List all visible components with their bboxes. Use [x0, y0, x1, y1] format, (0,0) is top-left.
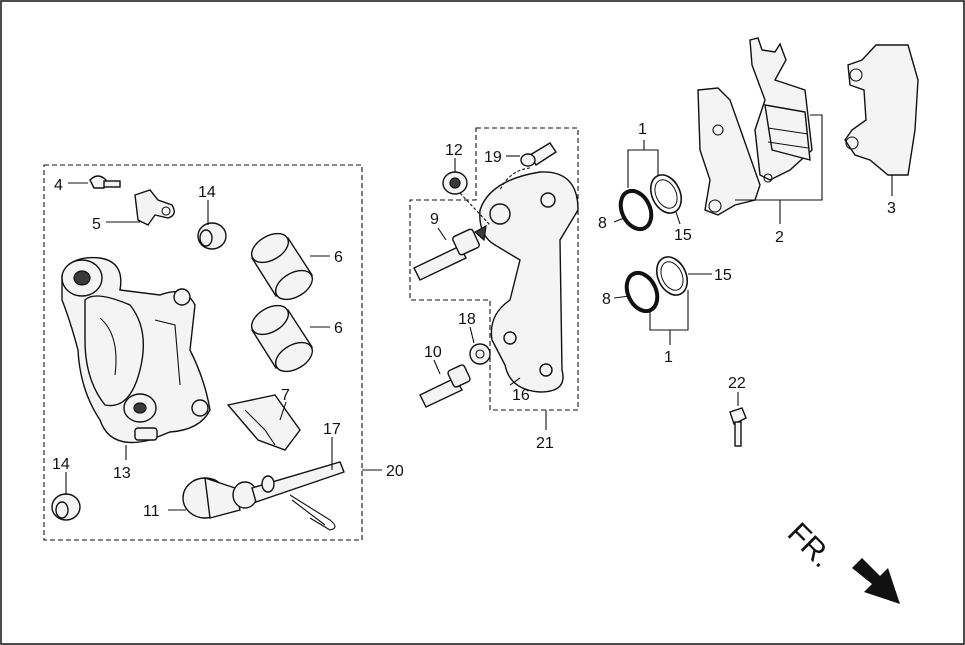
label-11: 11 — [143, 503, 160, 520]
label-5: 5 — [92, 216, 101, 233]
pin-bolt-19 — [459, 142, 557, 226]
label-10: 10 — [424, 344, 442, 361]
label-22: 22 — [728, 375, 746, 392]
assembly-box-21 — [409, 127, 579, 411]
label-15-lower: 15 — [714, 267, 732, 284]
leader-lines — [65, 114, 893, 511]
assembly-box-20 — [43, 164, 363, 541]
label-18: 18 — [458, 311, 476, 328]
bleeder-screw-4 — [89, 175, 121, 189]
label-8-lower: 8 — [602, 291, 611, 308]
label-8-upper: 8 — [598, 215, 607, 232]
washer-18 — [469, 343, 491, 365]
label-12: 12 — [445, 142, 463, 159]
label-6-upper: 6 — [334, 249, 343, 266]
direction-arrow-icon — [852, 558, 900, 604]
retaining-clip-5 — [134, 189, 175, 226]
seal-ring-15-lower — [655, 256, 689, 296]
piston-6-lower — [250, 304, 314, 373]
caliper-bracket-16 — [479, 171, 579, 393]
slide-pin-11 — [182, 461, 345, 519]
dust-boot-14-top — [197, 222, 227, 250]
label-13: 13 — [113, 465, 131, 482]
label-14-bottom: 14 — [52, 456, 70, 473]
pad-spring-7 — [226, 394, 301, 451]
label-15-upper: 15 — [674, 227, 692, 244]
nut-12 — [442, 171, 468, 195]
label-16: 16 — [512, 387, 530, 404]
brake-pad-2-rear — [749, 37, 813, 183]
bolt-10 — [419, 364, 471, 408]
pad-shim-3 — [844, 44, 919, 176]
bolt-22 — [729, 407, 747, 447]
label-14-top: 14 — [198, 184, 216, 201]
caliper-body — [61, 256, 211, 444]
label-9: 9 — [430, 211, 439, 228]
dust-boot-14-bottom — [51, 493, 81, 521]
label-1-lower: 1 — [664, 349, 673, 366]
label-3: 3 — [887, 200, 896, 217]
part-labels: 4 5 14 6 6 7 13 14 11 17 20 12 19 9 10 1… — [52, 121, 896, 520]
label-6-lower: 6 — [334, 320, 343, 337]
label-2: 2 — [775, 229, 784, 246]
bracket-bolt-9 — [413, 224, 487, 281]
piston-6-upper — [250, 232, 314, 301]
front-label: FR. — [781, 517, 839, 575]
label-19: 19 — [484, 149, 502, 166]
label-17: 17 — [323, 421, 341, 438]
brake-pad-2-front — [697, 87, 761, 216]
label-21: 21 — [536, 435, 554, 452]
label-4: 4 — [54, 177, 63, 194]
front-direction-indicator: FR. — [781, 517, 900, 604]
label-7: 7 — [281, 387, 290, 404]
label-20: 20 — [386, 463, 404, 480]
r-clip-17 — [289, 494, 336, 531]
label-1-upper: 1 — [638, 121, 647, 138]
seal-ring-8-upper — [618, 188, 654, 232]
